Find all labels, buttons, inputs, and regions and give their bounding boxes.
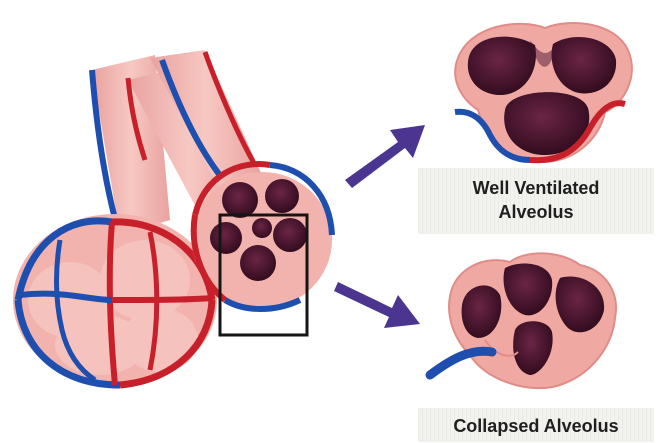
collapsed-alveolus-label-text: Collapsed Alveolus: [453, 416, 618, 436]
collapsed-alveolus: [430, 253, 616, 388]
arrow-to-well-ventilated: [345, 125, 425, 188]
well-ventilated-label-line2: Alveolus: [418, 200, 654, 224]
well-ventilated-alveolus: [455, 23, 632, 162]
collapsed-alveolus-label: Collapsed Alveolus: [418, 408, 654, 442]
well-ventilated-label-line1: Well Ventilated: [418, 176, 654, 200]
arrow-to-collapsed: [334, 282, 420, 328]
well-ventilated-label: Well Ventilated Alveolus: [418, 168, 654, 234]
